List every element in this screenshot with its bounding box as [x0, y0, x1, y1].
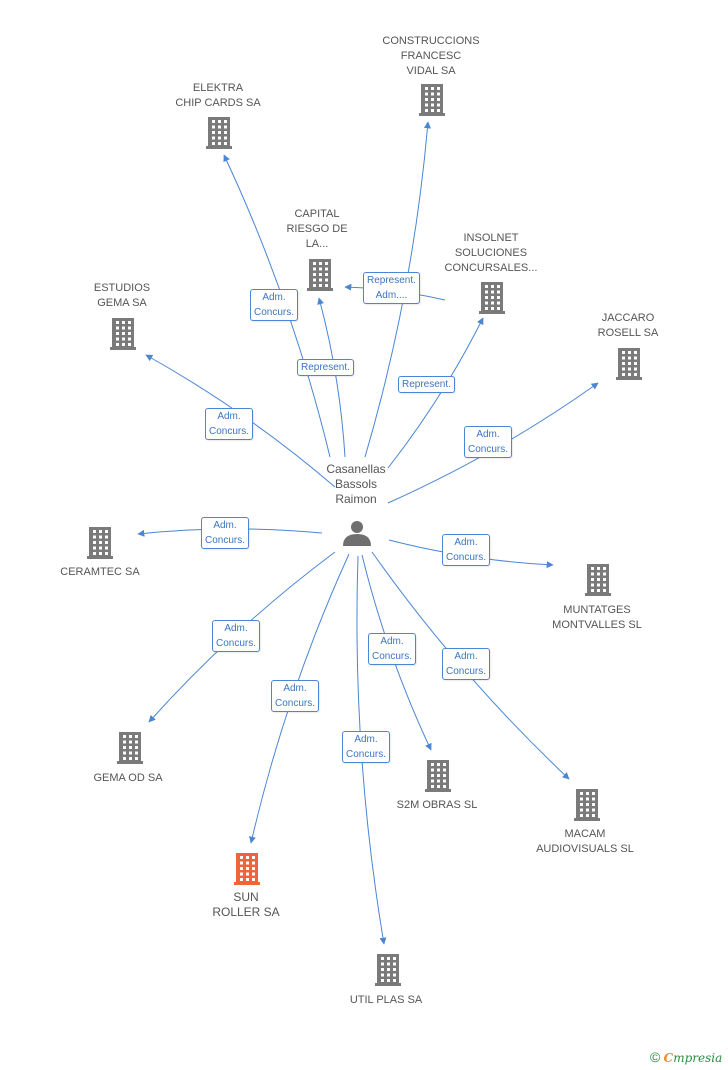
node-label-s2m[interactable]: S2M OBRAS SL: [396, 799, 478, 811]
node-label-elektra[interactable]: ELEKTRA CHIP CARDS SA: [175, 82, 261, 109]
node-label-insolnet[interactable]: INSOLNET SOLUCIONES CONCURSALES...: [444, 232, 538, 274]
edge-label-ceramtec[interactable]: Adm. Concurs.: [201, 517, 250, 549]
edge-label-capital[interactable]: Represent.: [297, 359, 354, 376]
node-label-construccions[interactable]: CONSTRUCCIONS FRANCESC VIDAL SA: [382, 35, 480, 77]
node-label-ceramtec[interactable]: CERAMTEC SA: [60, 566, 140, 578]
node-label-muntatges[interactable]: MUNTATGES MONTVALLES SL: [552, 604, 642, 631]
building-icon-s2m[interactable]: [425, 760, 451, 792]
person-icon[interactable]: [343, 521, 371, 546]
building-icon-ceramtec[interactable]: [87, 527, 113, 559]
brand-initial: C: [663, 1051, 674, 1065]
building-icon-muntatges[interactable]: [585, 564, 611, 596]
edge-label-sunroller[interactable]: Adm. Concurs.: [271, 680, 320, 712]
copyright-symbol: ©: [650, 1049, 661, 1065]
brand-name: mpresia: [673, 1051, 723, 1065]
node-label-estudios[interactable]: ESTUDIOS GEMA SA: [93, 282, 151, 309]
edge-label-jaccaro[interactable]: Adm. Concurs.: [464, 426, 513, 458]
building-icon-estudios[interactable]: [110, 318, 136, 350]
node-label-macam[interactable]: MACAM AUDIOVISUALS SL: [536, 828, 634, 855]
edge-label-muntatges[interactable]: Adm. Concurs.: [442, 534, 491, 566]
edge-label-utilplas[interactable]: Adm. Concurs.: [342, 731, 391, 763]
building-icon-macam[interactable]: [574, 789, 600, 821]
node-label-jaccaro[interactable]: JACCARO ROSELL SA: [597, 312, 659, 339]
edge-label-macam[interactable]: Adm. Concurs.: [442, 648, 491, 680]
building-icon-capital[interactable]: [307, 259, 333, 291]
building-icon-elektra[interactable]: [206, 117, 232, 149]
node-label-capital[interactable]: CAPITAL RIESGO DE LA...: [286, 208, 348, 250]
building-icon-insolnet[interactable]: [479, 282, 505, 314]
building-icon-utilplas[interactable]: [375, 954, 401, 986]
building-icon-sunroller[interactable]: [234, 853, 260, 885]
edge-label-estudios[interactable]: Adm. Concurs.: [205, 408, 254, 440]
building-icon-gemaod[interactable]: [117, 732, 143, 764]
empresia-logo[interactable]: © Cmpresia: [650, 1049, 722, 1065]
node-label-sunroller[interactable]: SUN ROLLER SA: [212, 890, 280, 919]
node-label-gemaod[interactable]: GEMA OD SA: [93, 772, 163, 784]
building-icon-construccions[interactable]: [419, 84, 445, 116]
edge-label-gemaod[interactable]: Adm. Concurs.: [212, 620, 261, 652]
building-icon-jaccaro[interactable]: [616, 348, 642, 380]
edge-capital: [317, 297, 346, 458]
edge-label-elektra[interactable]: Adm. Concurs.: [250, 289, 299, 321]
edge-label-insolnet[interactable]: Represent.: [398, 376, 455, 393]
edge-insolnet: [387, 317, 484, 469]
node-label-utilplas[interactable]: UTIL PLAS SA: [349, 994, 423, 1006]
edge-label-construccions[interactable]: Represent. Adm....: [363, 272, 420, 304]
center-person-label[interactable]: Casanellas Bassols Raimon: [326, 462, 386, 506]
edge-label-s2m[interactable]: Adm. Concurs.: [368, 633, 417, 665]
